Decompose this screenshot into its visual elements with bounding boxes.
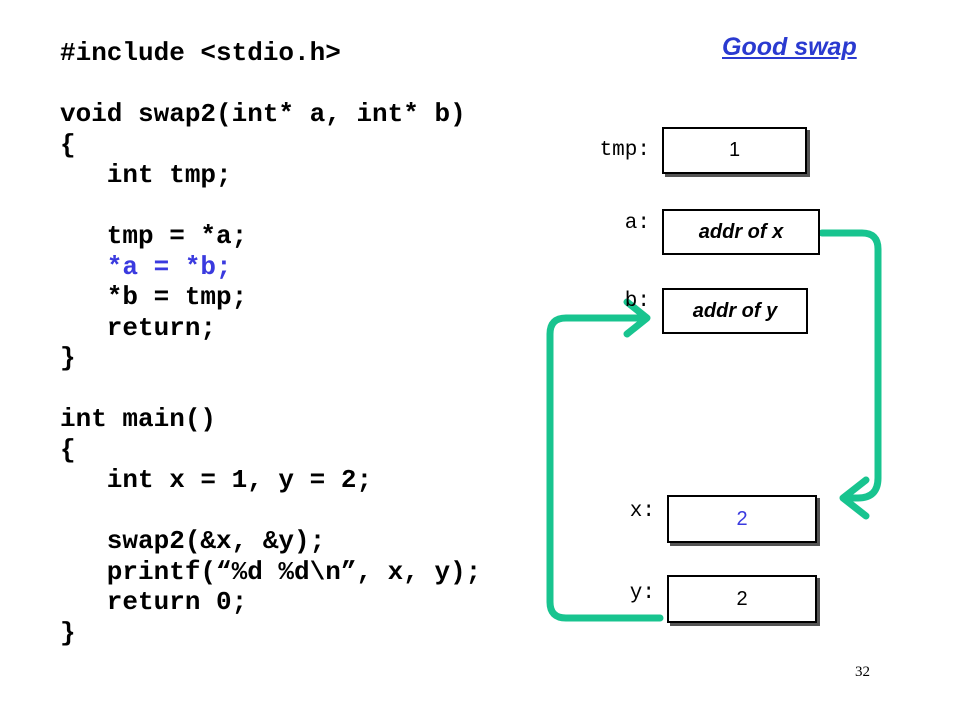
code-line: { [60, 434, 76, 465]
code-line-highlighted: *a = *b; [60, 251, 232, 282]
pointer-arrow-b-to-y [546, 314, 664, 622]
var-label-y: y: [629, 582, 655, 605]
memory-value-x: 2 [736, 507, 748, 530]
slide-title: Good swap [722, 33, 857, 61]
memory-box-x: 2 [667, 495, 817, 543]
memory-box-y: 2 [667, 575, 817, 623]
code-line: return 0; [60, 587, 248, 617]
var-label-x: x: [629, 500, 655, 523]
memory-box-a: addr of x [662, 209, 820, 255]
code-line: { [60, 129, 76, 160]
code-line: printf(“%d %d\n”, x, y); [60, 556, 482, 587]
code-line: void swap2(int* a, int* b) [60, 99, 466, 129]
memory-box-tmp: 1 [662, 127, 807, 174]
memory-box-b: addr of y [662, 288, 808, 334]
pointer-arrow-a-to-x [818, 229, 882, 502]
code-line: int tmp; [60, 160, 232, 190]
code-line: } [60, 617, 76, 648]
memory-value-tmp: 1 [728, 139, 741, 161]
page-number: 32 [855, 664, 870, 680]
code-line: int main() [60, 404, 217, 434]
var-label-a: a: [624, 212, 650, 235]
pointer-arrow-head-x [839, 476, 870, 520]
code-line: } [60, 343, 76, 373]
code-line: int x = 1, y = 2; [60, 465, 373, 495]
code-line: swap2(&x, &y); [60, 526, 326, 556]
code-line: tmp = *a; [60, 221, 248, 251]
code-line: #include <stdio.h> [60, 38, 341, 68]
memory-value-y: 2 [736, 587, 748, 610]
memory-value-b: addr of y [692, 299, 778, 322]
code-line: *b = tmp; [60, 282, 248, 312]
var-label-b: b: [624, 290, 650, 313]
code-line: return; [60, 312, 217, 343]
memory-value-a: addr of x [698, 220, 784, 243]
pointer-arrow-head-b [623, 298, 651, 338]
var-label-tmp: tmp: [599, 139, 650, 162]
code-listing: #include <stdio.h> void swap2(int* a, in… [60, 38, 481, 648]
